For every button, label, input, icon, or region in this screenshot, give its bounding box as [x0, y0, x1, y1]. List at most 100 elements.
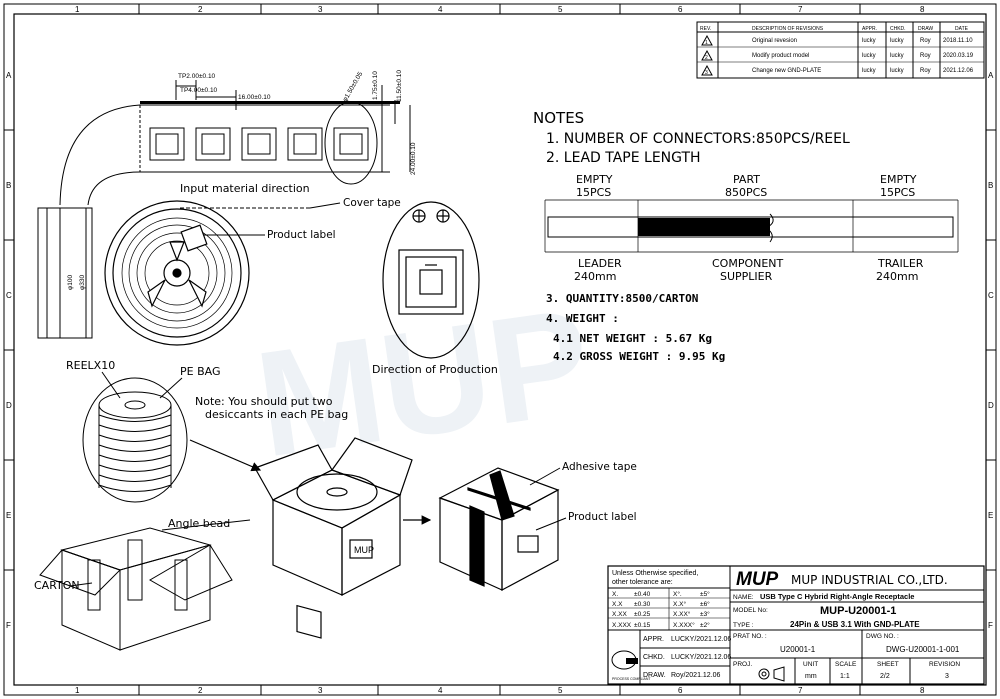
- col-label: 1: [75, 5, 80, 14]
- rev-date: 2018.11.10: [943, 38, 973, 44]
- rev-desc: Change new GND-PLATE: [752, 68, 821, 74]
- rev-header: DATE: [955, 26, 969, 32]
- note-3: 3. QUANTITY:8500/CARTON: [546, 292, 698, 305]
- dim-tp2: TP2.00±0.10: [178, 73, 216, 80]
- tol-cell: ±2°: [700, 621, 710, 629]
- empty-right-label: EMPTY: [880, 173, 917, 186]
- row-label: C: [6, 291, 12, 300]
- revision-table: REV. DESCRIPTION OF REVISIONS APPR. CHKD…: [696, 21, 985, 79]
- open-carton: [39, 519, 251, 651]
- rev-header: REV.: [700, 26, 711, 32]
- carton-leader: [69, 582, 93, 587]
- row-label: B: [988, 181, 993, 190]
- empty-right-pcs: 15PCS: [880, 186, 915, 199]
- appr-value: LUCKY/2021.12.06: [671, 636, 731, 643]
- dim-1150: 11.50±0.10: [396, 70, 403, 102]
- col-label: 7: [798, 5, 803, 14]
- sheet-label: SHEET: [877, 661, 899, 668]
- compliant-logo-icon: [611, 650, 638, 670]
- row-label: A: [988, 71, 994, 80]
- box-mup-label: MUP: [354, 545, 374, 555]
- rev-triangle-icon: [701, 34, 713, 46]
- col-label: 6: [678, 686, 683, 695]
- dim-24: 24.00±0.10: [410, 142, 417, 175]
- col-label: 5: [558, 5, 563, 14]
- col-label: 4: [438, 686, 443, 695]
- empty-left-label: EMPTY: [576, 173, 613, 186]
- part-no-value: U20001-1: [780, 645, 816, 654]
- tol-cell: ±0.25: [634, 611, 651, 618]
- box-with-reels: [254, 437, 413, 639]
- compliant-label: PROCESS COMPLIANT: [612, 677, 651, 681]
- rev-appr: lucky: [862, 53, 876, 59]
- rev-header: DRAW: [918, 26, 933, 32]
- rev-number: 2: [705, 55, 708, 61]
- unit-value: mm: [805, 673, 817, 680]
- appr-label: APPR.: [643, 636, 664, 643]
- row-label: C: [988, 291, 994, 300]
- rev-desc: Modify product model: [752, 53, 809, 59]
- col-label: 3: [318, 5, 323, 14]
- model-label: MODEL No:: [733, 607, 768, 614]
- component-label: COMPONENT: [712, 257, 784, 270]
- leader-label: LEADER: [578, 257, 622, 270]
- row-label: F: [988, 621, 993, 630]
- draw-label: DRAW.: [643, 672, 666, 679]
- row-label: B: [6, 181, 11, 190]
- dim-330: φ330: [79, 275, 86, 290]
- product-label-2: Product label: [568, 511, 637, 523]
- tol-cell: ±5°: [700, 590, 710, 598]
- dim-tp4: TP4.00±0.10: [180, 87, 218, 94]
- notes-section: NOTES 1. NUMBER OF CONNECTORS:850PCS/REE…: [533, 109, 959, 363]
- product-label-2-leader: [535, 517, 567, 531]
- sheet-value: 2/2: [880, 673, 890, 680]
- col-label: 2: [198, 686, 203, 695]
- proj-label: PROJ.: [733, 661, 752, 668]
- row-label: D: [6, 401, 12, 410]
- tol-cell: X.X°: [673, 600, 686, 608]
- dwg-label: DWG NO. :: [866, 633, 899, 640]
- rev-triangle-icon: [701, 64, 713, 76]
- rev-header: DESCRIPTION OF REVISIONS: [752, 26, 824, 32]
- tol-cell: X.X: [612, 601, 623, 608]
- product-name: USB Type C Hybrid Right-Angle Receptacle: [760, 592, 914, 601]
- rev-chkd: lucky: [890, 53, 904, 59]
- rev-desc: Original revesion: [752, 38, 797, 44]
- rev-header: CHKD.: [890, 26, 906, 32]
- type-value: 24Pin & USB 3.1 With GND-PLATE: [790, 620, 920, 629]
- rev-header: APPR.: [862, 26, 877, 32]
- reel-stack: [82, 377, 188, 503]
- company-name: MUP INDUSTRIAL CO.,LTD.: [791, 573, 948, 587]
- tol-cell: ±0.15: [634, 622, 651, 629]
- row-label: E: [988, 511, 993, 520]
- row-label: A: [6, 71, 12, 80]
- row-label: D: [988, 401, 994, 410]
- angle-bead-label: Angle bead: [168, 517, 230, 530]
- rev-appr: lucky: [862, 38, 876, 44]
- col-label: 6: [678, 5, 683, 14]
- row-label: E: [6, 511, 11, 520]
- note-4-2: 4.2 GROSS WEIGHT : 9.95 Kg: [553, 350, 725, 363]
- tol-cell: X.XXX: [612, 622, 632, 629]
- chkd-label: CHKD.: [643, 654, 665, 661]
- col-label: 8: [920, 5, 925, 14]
- rev-date: 2021.12.06: [943, 68, 974, 74]
- cover-tape-line: [180, 202, 341, 209]
- carton-label: CARTON: [34, 579, 80, 592]
- scale-label: SCALE: [835, 661, 857, 668]
- title-block: Unless Otherwise specified, other tolera…: [607, 565, 985, 685]
- dim-175: 1.75±0.10: [372, 71, 379, 100]
- dwg-value: DWG-U20001-1-001: [886, 645, 960, 654]
- cover-tape-label: Cover tape: [343, 197, 401, 209]
- tol-cell: X.XX: [612, 611, 627, 618]
- row-label: F: [6, 621, 11, 630]
- rev-chkd: lucky: [890, 38, 904, 44]
- chkd-value: LUCKY/2021.12.06: [671, 654, 731, 661]
- product-label: Product label: [267, 229, 336, 241]
- carrier-tape-drawing: [59, 80, 411, 206]
- part-pcs: 850PCS: [725, 186, 767, 199]
- zone-ticks: [4, 4, 996, 695]
- adhesive-tape-label: Adhesive tape: [562, 461, 637, 473]
- type-label: TYPE :: [733, 622, 754, 629]
- note-2: 2. LEAD TAPE LENGTH: [546, 150, 701, 166]
